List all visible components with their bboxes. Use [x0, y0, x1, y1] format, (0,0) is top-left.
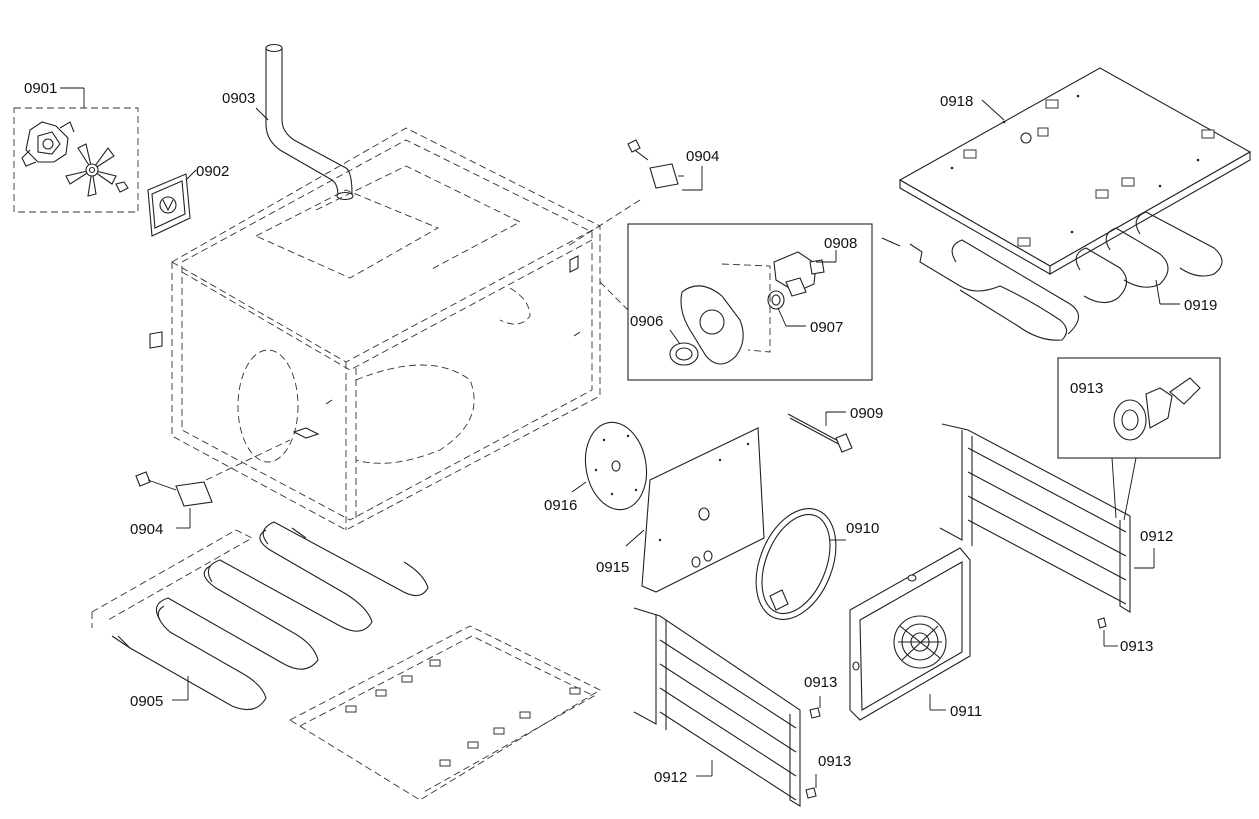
label-0910: 0910: [846, 520, 879, 537]
top-cover-panel: [898, 67, 1252, 275]
part-number-labels: 0901 0902 0903 0904 0904 0905 0906 0907 …: [24, 80, 1217, 786]
label-0913: 0913: [804, 674, 837, 691]
rack-support-left: [633, 607, 801, 807]
bake-element: [91, 521, 429, 711]
label-0905: 0905: [130, 693, 163, 710]
label-0902: 0902: [196, 163, 229, 180]
label-0909: 0909: [850, 405, 883, 422]
label-0912: 0912: [1140, 528, 1173, 545]
fan-cover-disc: [571, 421, 648, 511]
rack-support-right: [939, 423, 1155, 613]
fan-motor-bracket: [147, 169, 197, 237]
label-0913: 0913: [818, 753, 851, 770]
label-0906: 0906: [630, 313, 663, 330]
convection-fan-kit: [13, 87, 139, 213]
oven-light-bottom: [135, 439, 291, 529]
label-0907: 0907: [810, 319, 843, 336]
label-0903: 0903: [222, 90, 255, 107]
label-0918: 0918: [940, 93, 973, 110]
mounting-screws: [805, 617, 1118, 799]
bottom-cover-panel: [289, 625, 601, 801]
label-0908: 0908: [824, 235, 857, 252]
label-0916: 0916: [544, 497, 577, 514]
label-0911: 0911: [950, 703, 982, 720]
label-0904: 0904: [130, 521, 163, 538]
label-0912: 0912: [654, 769, 687, 786]
temperature-sensor: [787, 411, 853, 453]
convection-fan-cover: [849, 547, 971, 721]
convection-element: [755, 508, 846, 620]
screw-detail-inset: [1057, 357, 1221, 521]
label-0901: 0901: [24, 80, 57, 97]
rear-element-detail-inset: [599, 223, 873, 381]
vent-pipe: [255, 43, 354, 201]
label-0919: 0919: [1184, 297, 1217, 314]
oven-cavity-housing: [149, 127, 601, 531]
broil-element: [881, 211, 1223, 341]
label-0913: 0913: [1070, 380, 1103, 397]
oven-light-top: [567, 139, 703, 247]
label-0913: 0913: [1120, 638, 1153, 655]
label-0915: 0915: [596, 559, 629, 576]
label-0904: 0904: [686, 148, 719, 165]
rear-back-panel: [625, 427, 765, 593]
